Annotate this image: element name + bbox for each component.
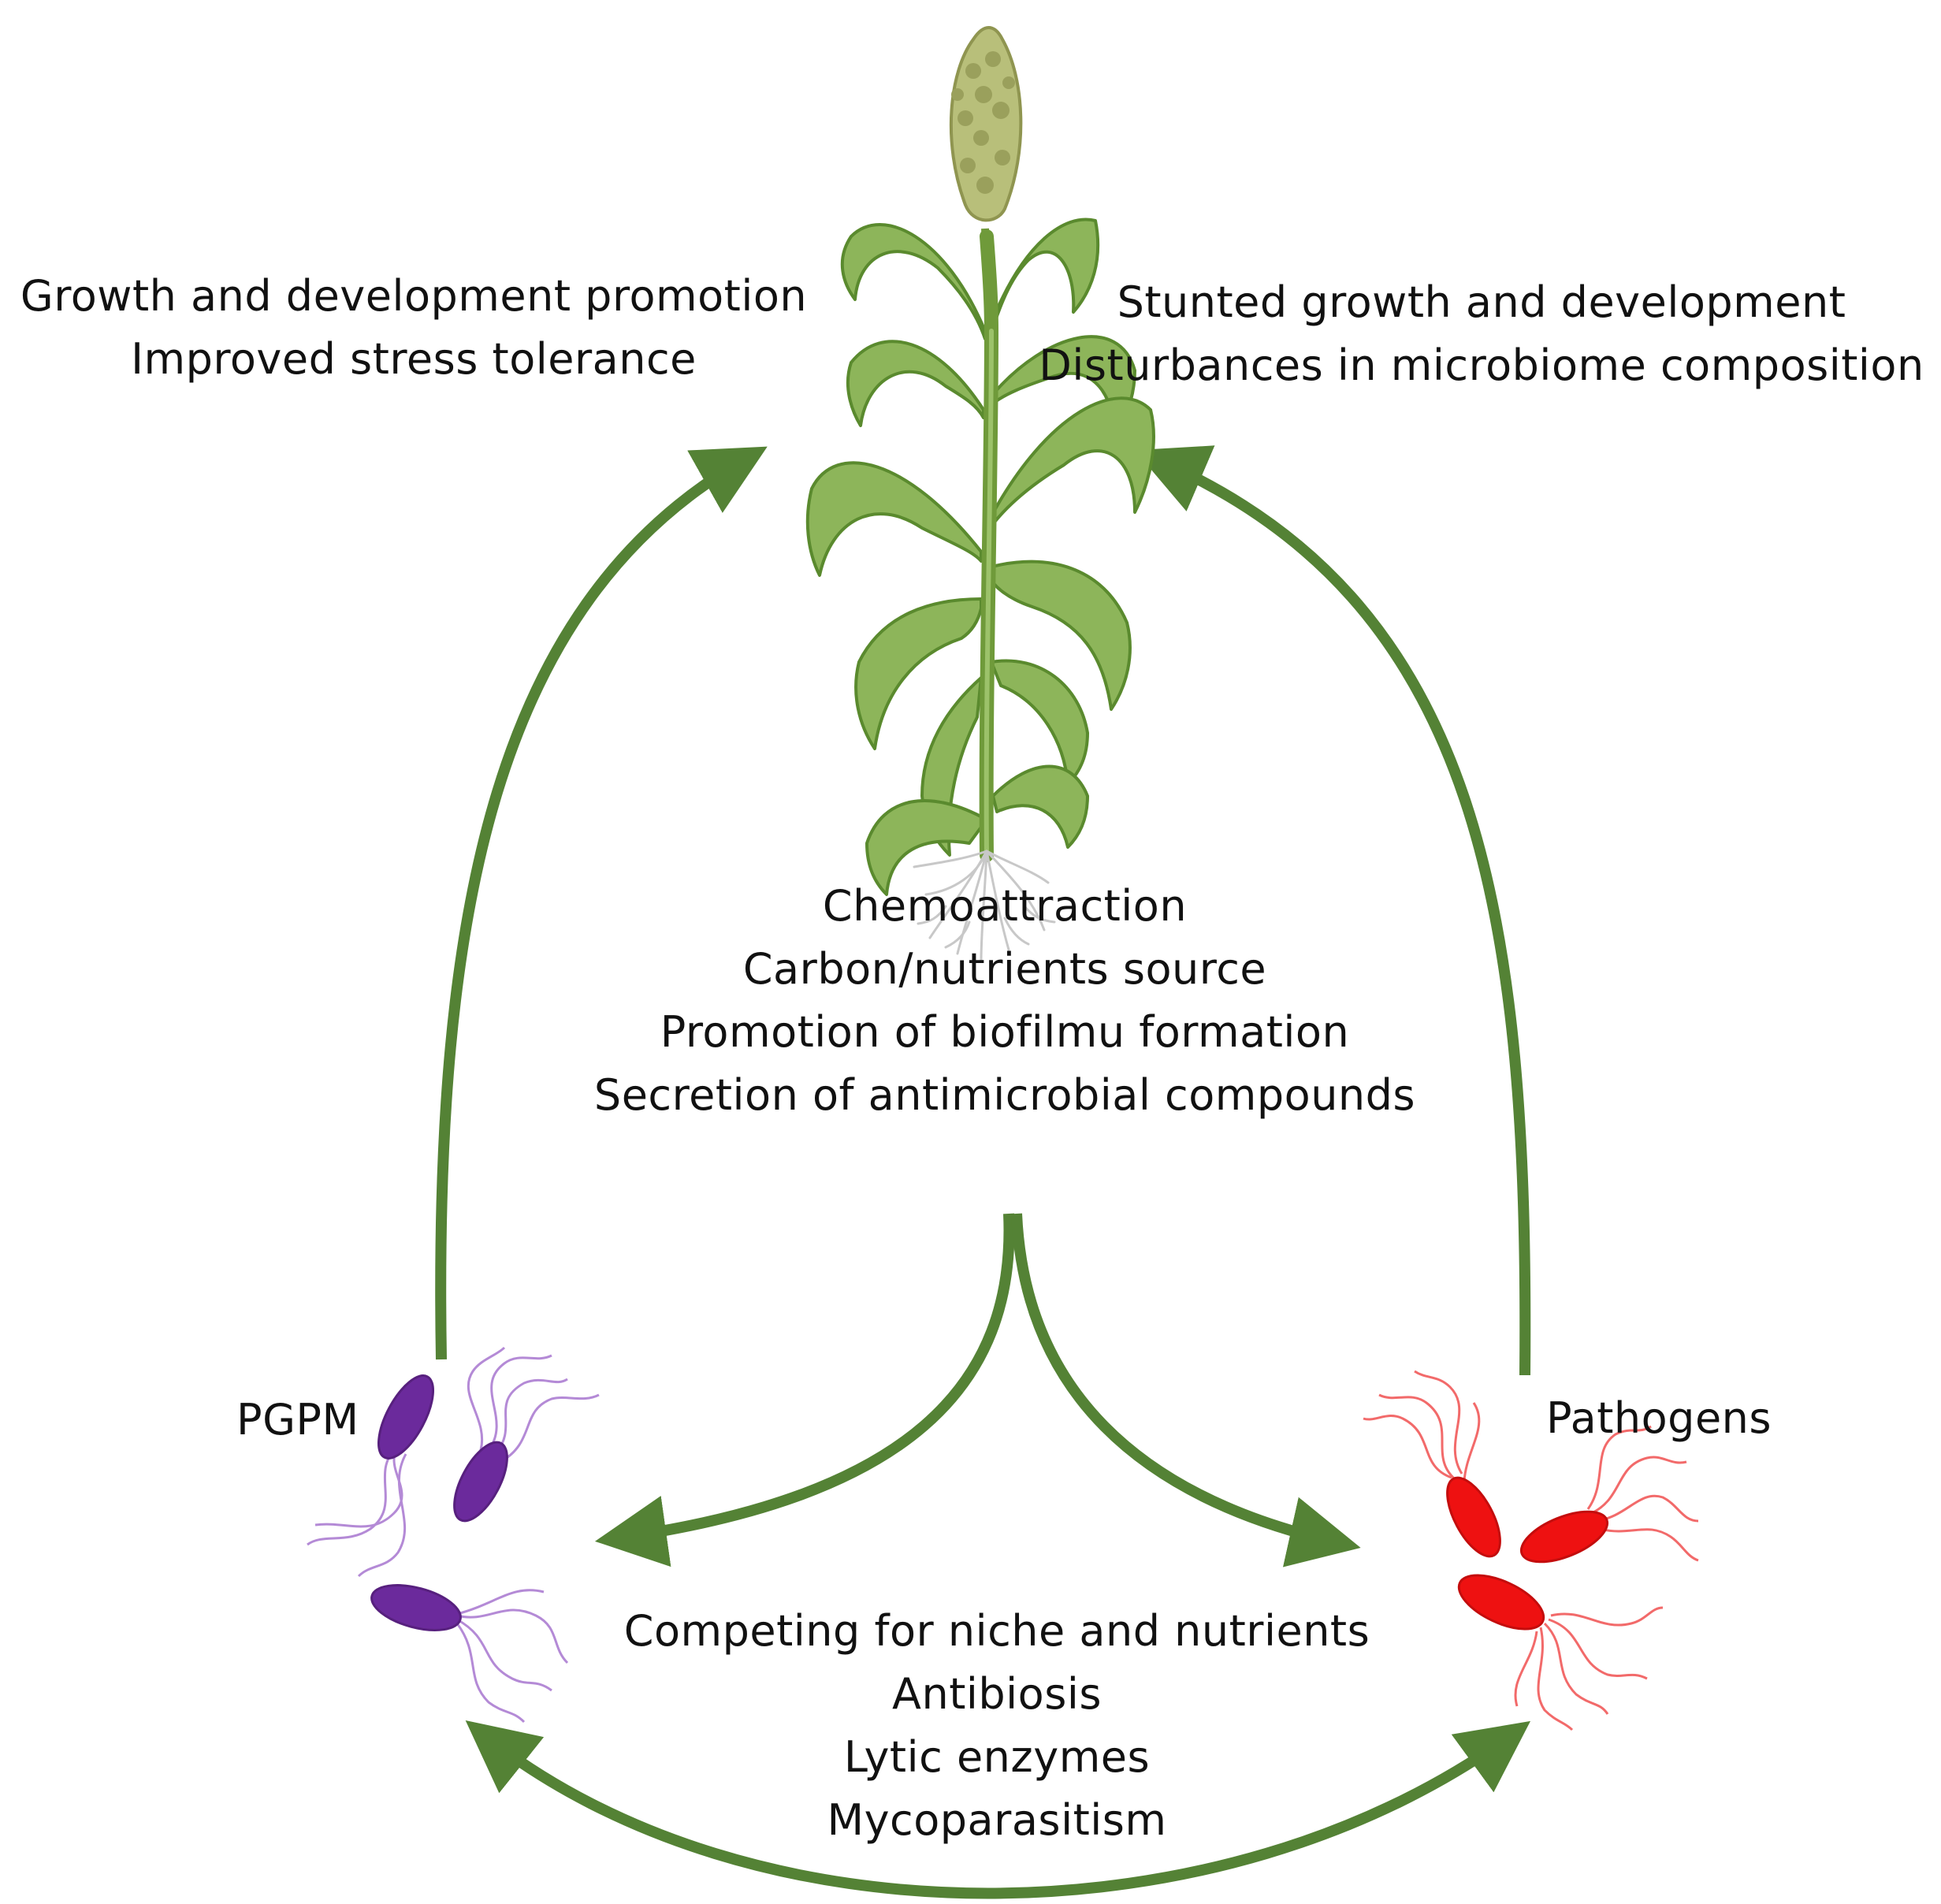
text-line: Improved stress tolerance — [131, 334, 697, 384]
roots-icon — [913, 850, 1056, 963]
text-line: Competing for niche and nutrients — [623, 1606, 1370, 1656]
microbe-interactions: Competing for niche and nutrients Antibi… — [599, 1600, 1395, 1852]
plant-effects-positive: Growth and development promotion Improve… — [8, 265, 820, 391]
arrow-exudates-to-pgpm — [594, 1213, 1015, 1567]
text-line: Promotion of biofilmu formation — [660, 1007, 1350, 1057]
bacterium-icon — [307, 1374, 435, 1578]
bacterium-icon — [370, 1584, 569, 1724]
plant-icon — [805, 26, 1155, 896]
text-line: Growth and development promotion — [20, 271, 808, 321]
text-line: Disturbances in microbiome composition — [1039, 340, 1924, 390]
text-line: Carbon/nutrients source — [742, 944, 1267, 994]
pathogen-bacteria — [1363, 1370, 1699, 1731]
arrow-pgpm-pathogens-interaction — [465, 1720, 1531, 1899]
pathogens-label: Pathogens — [1546, 1393, 1772, 1443]
bacterium-icon — [1519, 1425, 1699, 1564]
bacterium-icon — [453, 1346, 600, 1523]
text-line: Chemoattraction — [822, 881, 1188, 931]
plant-effects-negative: Stunted growth and development Disturban… — [1032, 271, 1931, 397]
text-line: Mycoparasitism — [827, 1795, 1167, 1845]
text-line: Secretion of antimicrobial compounds — [593, 1070, 1416, 1120]
root-exudate-functions: Chemoattraction Carbon/nutrients source … — [552, 875, 1458, 1127]
text-line: Antibiosis — [892, 1669, 1102, 1719]
text-line: Stunted growth and development — [1117, 277, 1846, 327]
arrow-exudates-to-pathogens — [1011, 1213, 1361, 1567]
arrow-pgpm-to-plant — [435, 446, 768, 1360]
bacterium-icon — [1457, 1574, 1664, 1731]
pgpm-bacteria — [307, 1346, 600, 1724]
text-line: Lytic enzymes — [843, 1732, 1151, 1782]
arrow-pathogens-to-plant — [1134, 445, 1531, 1376]
pgpm-label: PGPM — [236, 1395, 359, 1445]
bacterium-icon — [1363, 1370, 1501, 1558]
